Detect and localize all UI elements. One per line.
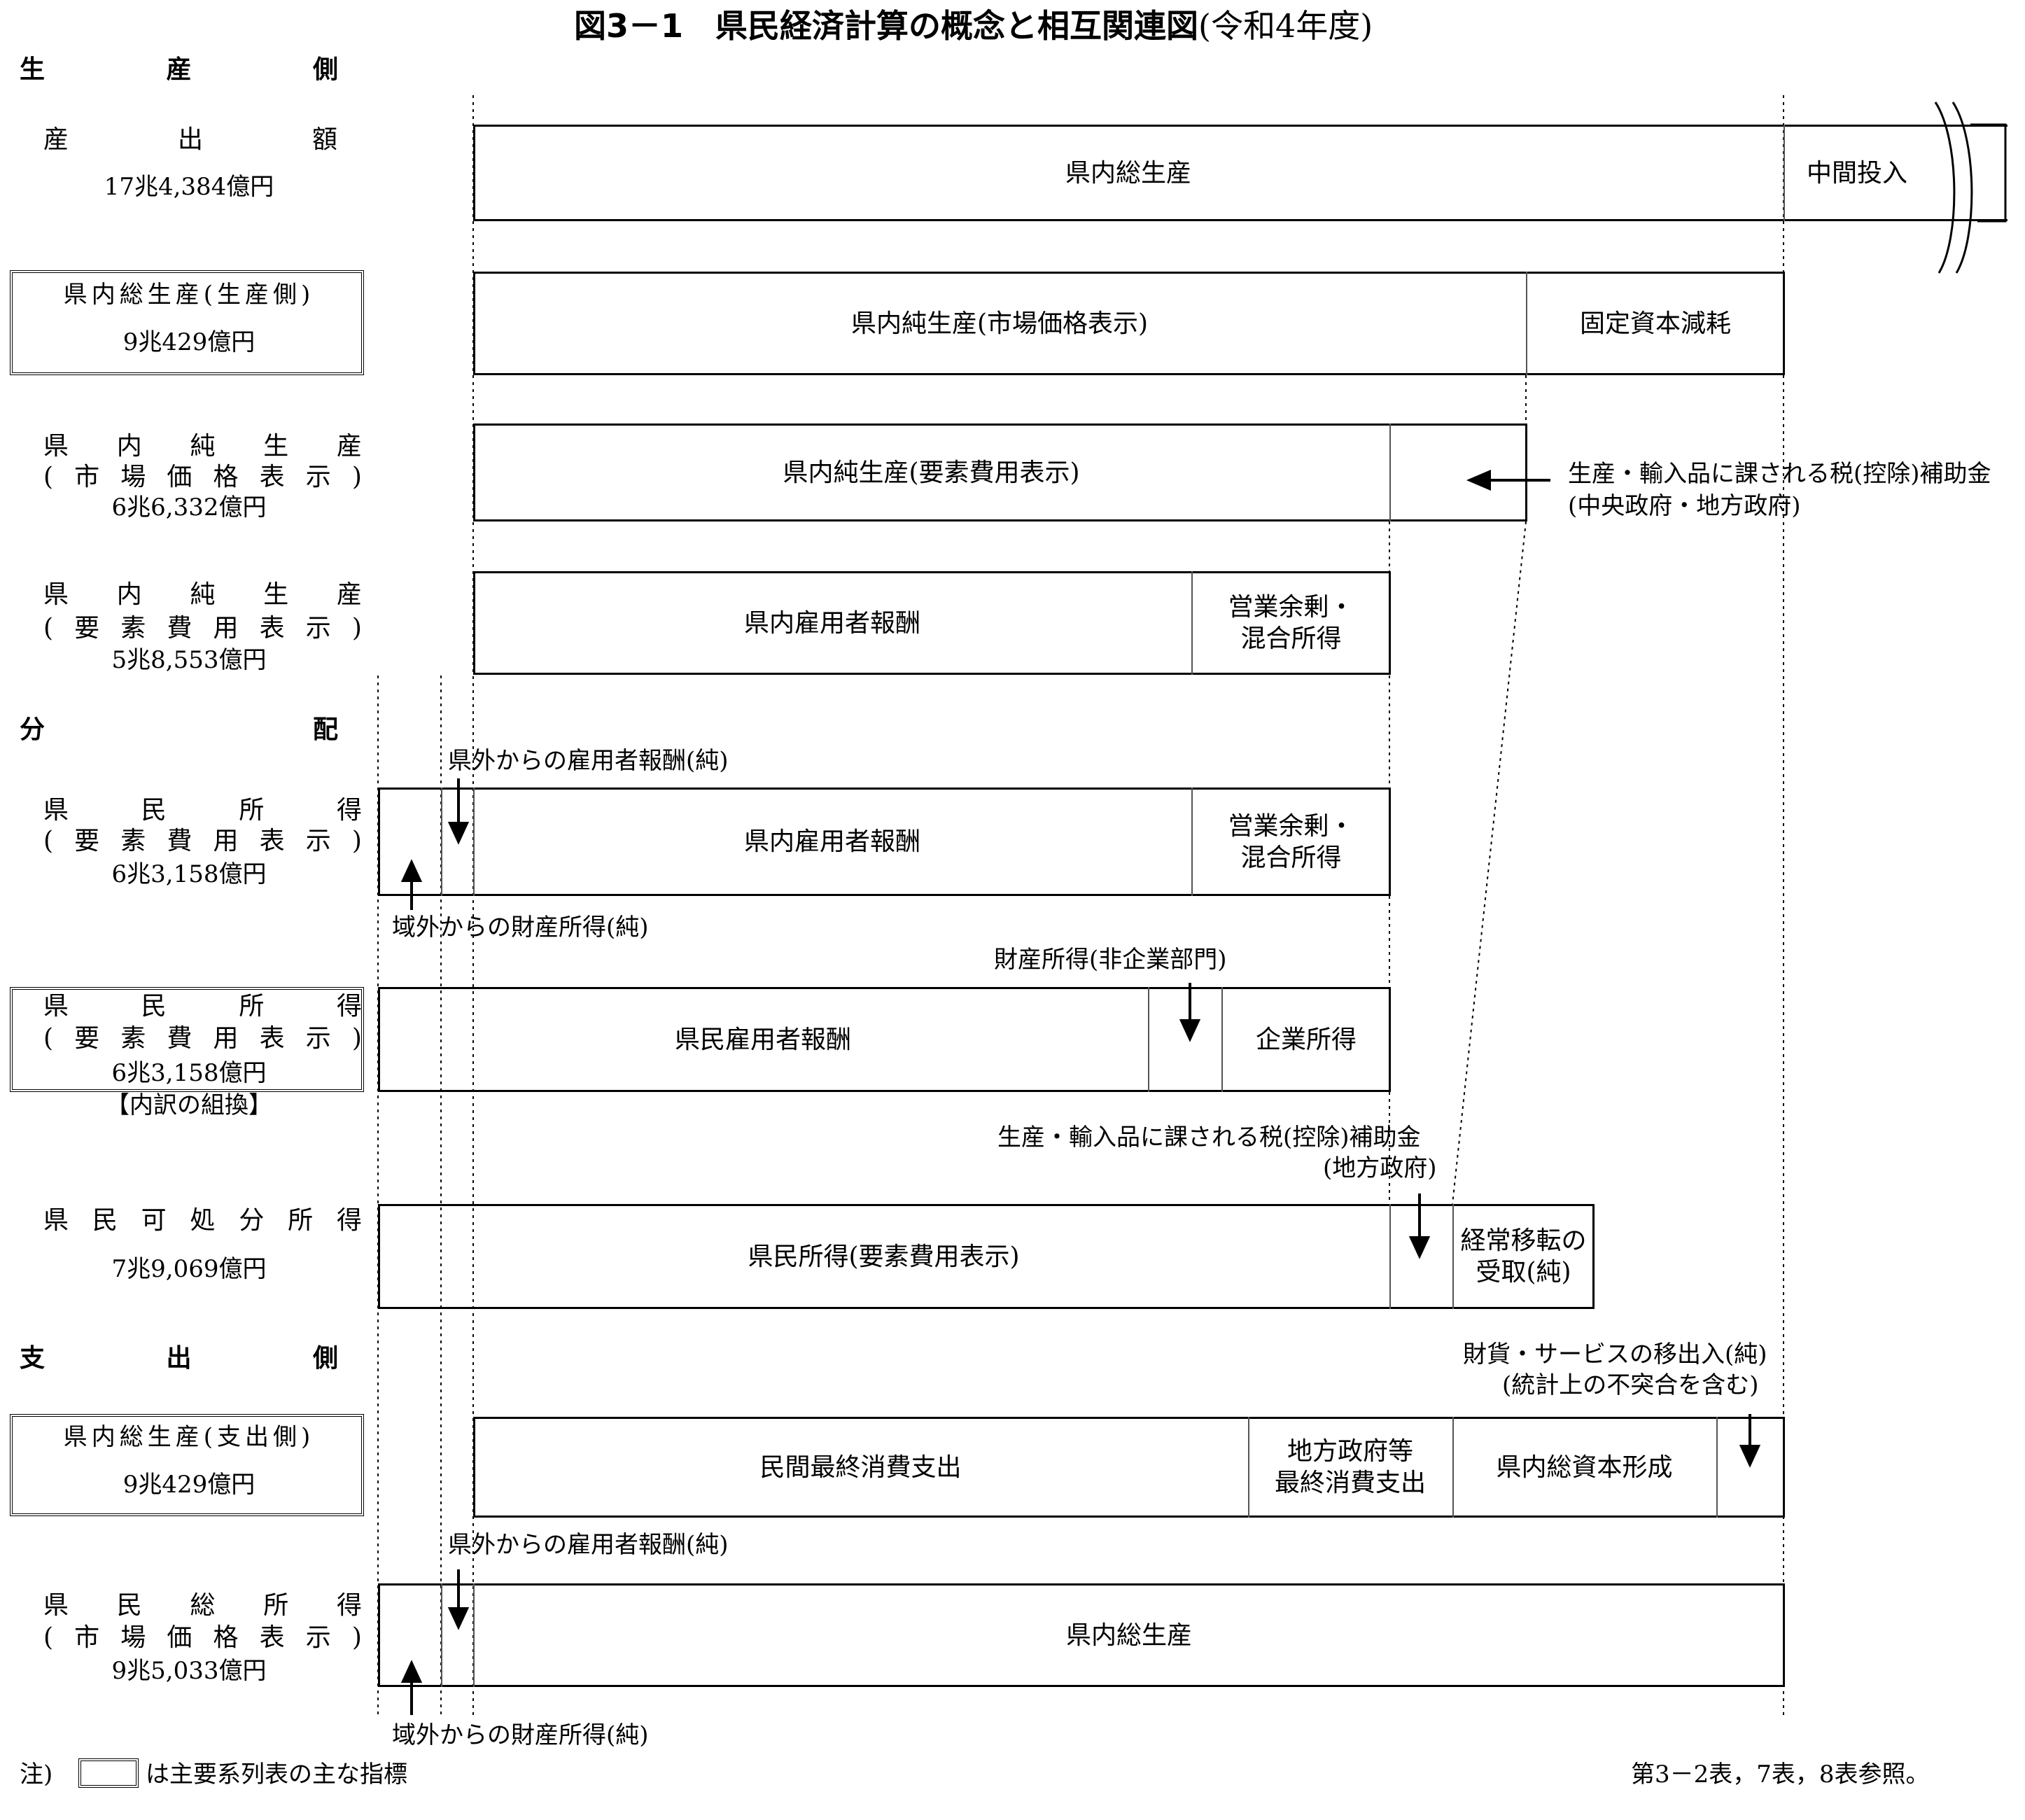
divider xyxy=(1248,1417,1249,1518)
label-ndp-market-1: 県内純生産 xyxy=(43,432,362,461)
annot-tax-local-sub: (地方政府) xyxy=(1323,1154,1437,1182)
section-production: 生産側 xyxy=(20,55,338,84)
divider xyxy=(1191,571,1193,675)
annot-property-abroad: 域外からの財産所得(純) xyxy=(392,1721,649,1749)
cell-enterprise-income: 企業所得 xyxy=(1255,1025,1357,1054)
box-national-income xyxy=(378,788,1391,896)
label-rearranged: 【内訳の組換】 xyxy=(106,1091,272,1119)
amount-ndp-market: 6兆6,332億円 xyxy=(111,493,267,522)
divider xyxy=(1452,1204,1454,1309)
label-gdp-production: 県内総生産(生産側) xyxy=(63,281,315,309)
cell-gdp: 県内総生産 xyxy=(1065,158,1191,188)
divider xyxy=(473,1583,475,1687)
label-gdp-expenditure: 県内総生産(支出側) xyxy=(63,1423,315,1451)
label-ndp-factor-1: 県内純生産 xyxy=(43,580,362,609)
cell-capital-formation: 県内総資本形成 xyxy=(1496,1452,1673,1482)
cell-gdp: 県内総生産 xyxy=(1065,1620,1192,1650)
key-indicator-frame xyxy=(10,987,364,1092)
divider xyxy=(441,788,442,896)
cell-government-consumption: 地方政府等最終消費支出 xyxy=(1274,1437,1426,1497)
amount-gni: 9兆5,033億円 xyxy=(111,1657,267,1685)
label-ni1-2: (要素費用表示) xyxy=(43,827,362,855)
cell-ndp-market: 県内純生産(市場価格表示) xyxy=(850,309,1149,338)
amount-ni1: 6兆3,158億円 xyxy=(111,860,267,888)
annot-tax-central: 生産・輸入品に課される税(控除)補助金 xyxy=(1568,460,1991,488)
cell-resident-compensation: 県民雇用者報酬 xyxy=(674,1025,851,1054)
page-title: 図3－1 県民経済計算の概念と相互関連図(令和4年度) xyxy=(574,7,1373,45)
label-ni1-1: 県民所得 xyxy=(43,796,362,825)
box-output xyxy=(473,125,2008,221)
amount-gdp-production: 9兆429億円 xyxy=(122,328,255,356)
label-ndp-factor-2: (要素費用表示) xyxy=(43,614,362,643)
divider xyxy=(473,788,475,896)
annot-net-exports-sub: (統計上の不突合を含む) xyxy=(1502,1371,1759,1399)
box-ndp-factor xyxy=(473,571,1391,675)
box-gdp-production xyxy=(473,272,1785,375)
divider xyxy=(1191,788,1193,896)
divider xyxy=(1389,424,1391,522)
section-distribution: 分配 xyxy=(20,715,338,744)
cell-current-transfers: 経常移転の受取(純) xyxy=(1460,1226,1587,1287)
annot-tax-local: 生産・輸入品に課される税(控除)補助金 xyxy=(997,1124,1421,1152)
amount-disposable: 7兆9,069億円 xyxy=(111,1255,267,1283)
cell-ndp-factor: 県内純生産(要素費用表示) xyxy=(783,458,1080,487)
annot-property-abroad: 域外からの財産所得(純) xyxy=(392,913,649,941)
key-indicator-frame xyxy=(10,1414,364,1516)
amount-ndp-factor: 5兆8,553億円 xyxy=(111,646,267,674)
cell-national-income: 県民所得(要素費用表示) xyxy=(748,1242,1020,1271)
table-reference: 第3－2表，7表，8表参照。 xyxy=(1631,1760,1930,1788)
annot-comp-abroad: 県外からの雇用者報酬(純) xyxy=(448,1531,729,1559)
amount-ni2: 6兆3,158億円 xyxy=(111,1059,267,1087)
box-ndp-market xyxy=(473,424,1527,522)
label-output: 産出額 xyxy=(43,125,337,154)
label-gni-2: (市場価格表示) xyxy=(43,1623,362,1652)
label-ni2-1: 県民所得 xyxy=(43,992,362,1021)
cell-operating-surplus: 営業余剰・混合所得 xyxy=(1228,811,1354,872)
label-gni-1: 県民総所得 xyxy=(43,1591,362,1620)
box-national-income-rearranged xyxy=(378,987,1391,1092)
divider xyxy=(1452,1417,1454,1518)
label-ndp-market-2: (市場価格表示) xyxy=(43,463,362,491)
box-disposable-income xyxy=(378,1204,1595,1309)
annot-net-exports: 財貨・サービスの移出入(純) xyxy=(1463,1340,1767,1368)
cell-operating-surplus: 営業余剰・混合所得 xyxy=(1228,593,1354,653)
amount-gdp-expenditure: 9兆429億円 xyxy=(122,1471,255,1499)
divider xyxy=(1716,1417,1718,1518)
label-disposable: 県民可処分所得 xyxy=(43,1206,362,1235)
cell-compensation: 県内雇用者報酬 xyxy=(743,608,920,638)
annot-comp-abroad: 県外からの雇用者報酬(純) xyxy=(448,747,729,775)
guide-line xyxy=(1452,521,1527,1205)
cell-compensation: 県内雇用者報酬 xyxy=(743,827,920,856)
box-gdp-expenditure xyxy=(473,1417,1785,1518)
note-text: は主要系列表の主な指標 xyxy=(146,1760,407,1788)
annot-tax-central-sub: (中央政府・地方政府) xyxy=(1568,492,1801,520)
note-prefix: 注) xyxy=(20,1760,53,1788)
divider xyxy=(1784,125,1785,221)
legend-double-box xyxy=(78,1758,139,1788)
section-expenditure: 支出側 xyxy=(20,1344,338,1373)
key-indicator-frame xyxy=(10,270,364,375)
amount-output: 17兆4,384億円 xyxy=(104,173,274,201)
cell-intermediate-input: 中間投入 xyxy=(1806,158,1907,188)
box-gni xyxy=(378,1583,1785,1687)
divider xyxy=(441,1583,442,1687)
label-ni2-2: (要素費用表示) xyxy=(43,1024,362,1053)
divider xyxy=(1221,987,1223,1092)
annot-property-nonenterprise: 財産所得(非企業部門) xyxy=(994,946,1227,974)
divider xyxy=(1526,272,1527,375)
cell-private-consumption: 民間最終消費支出 xyxy=(759,1452,962,1482)
cell-depreciation: 固定資本減耗 xyxy=(1579,309,1731,338)
divider xyxy=(1148,987,1149,1092)
divider xyxy=(1389,1204,1391,1309)
